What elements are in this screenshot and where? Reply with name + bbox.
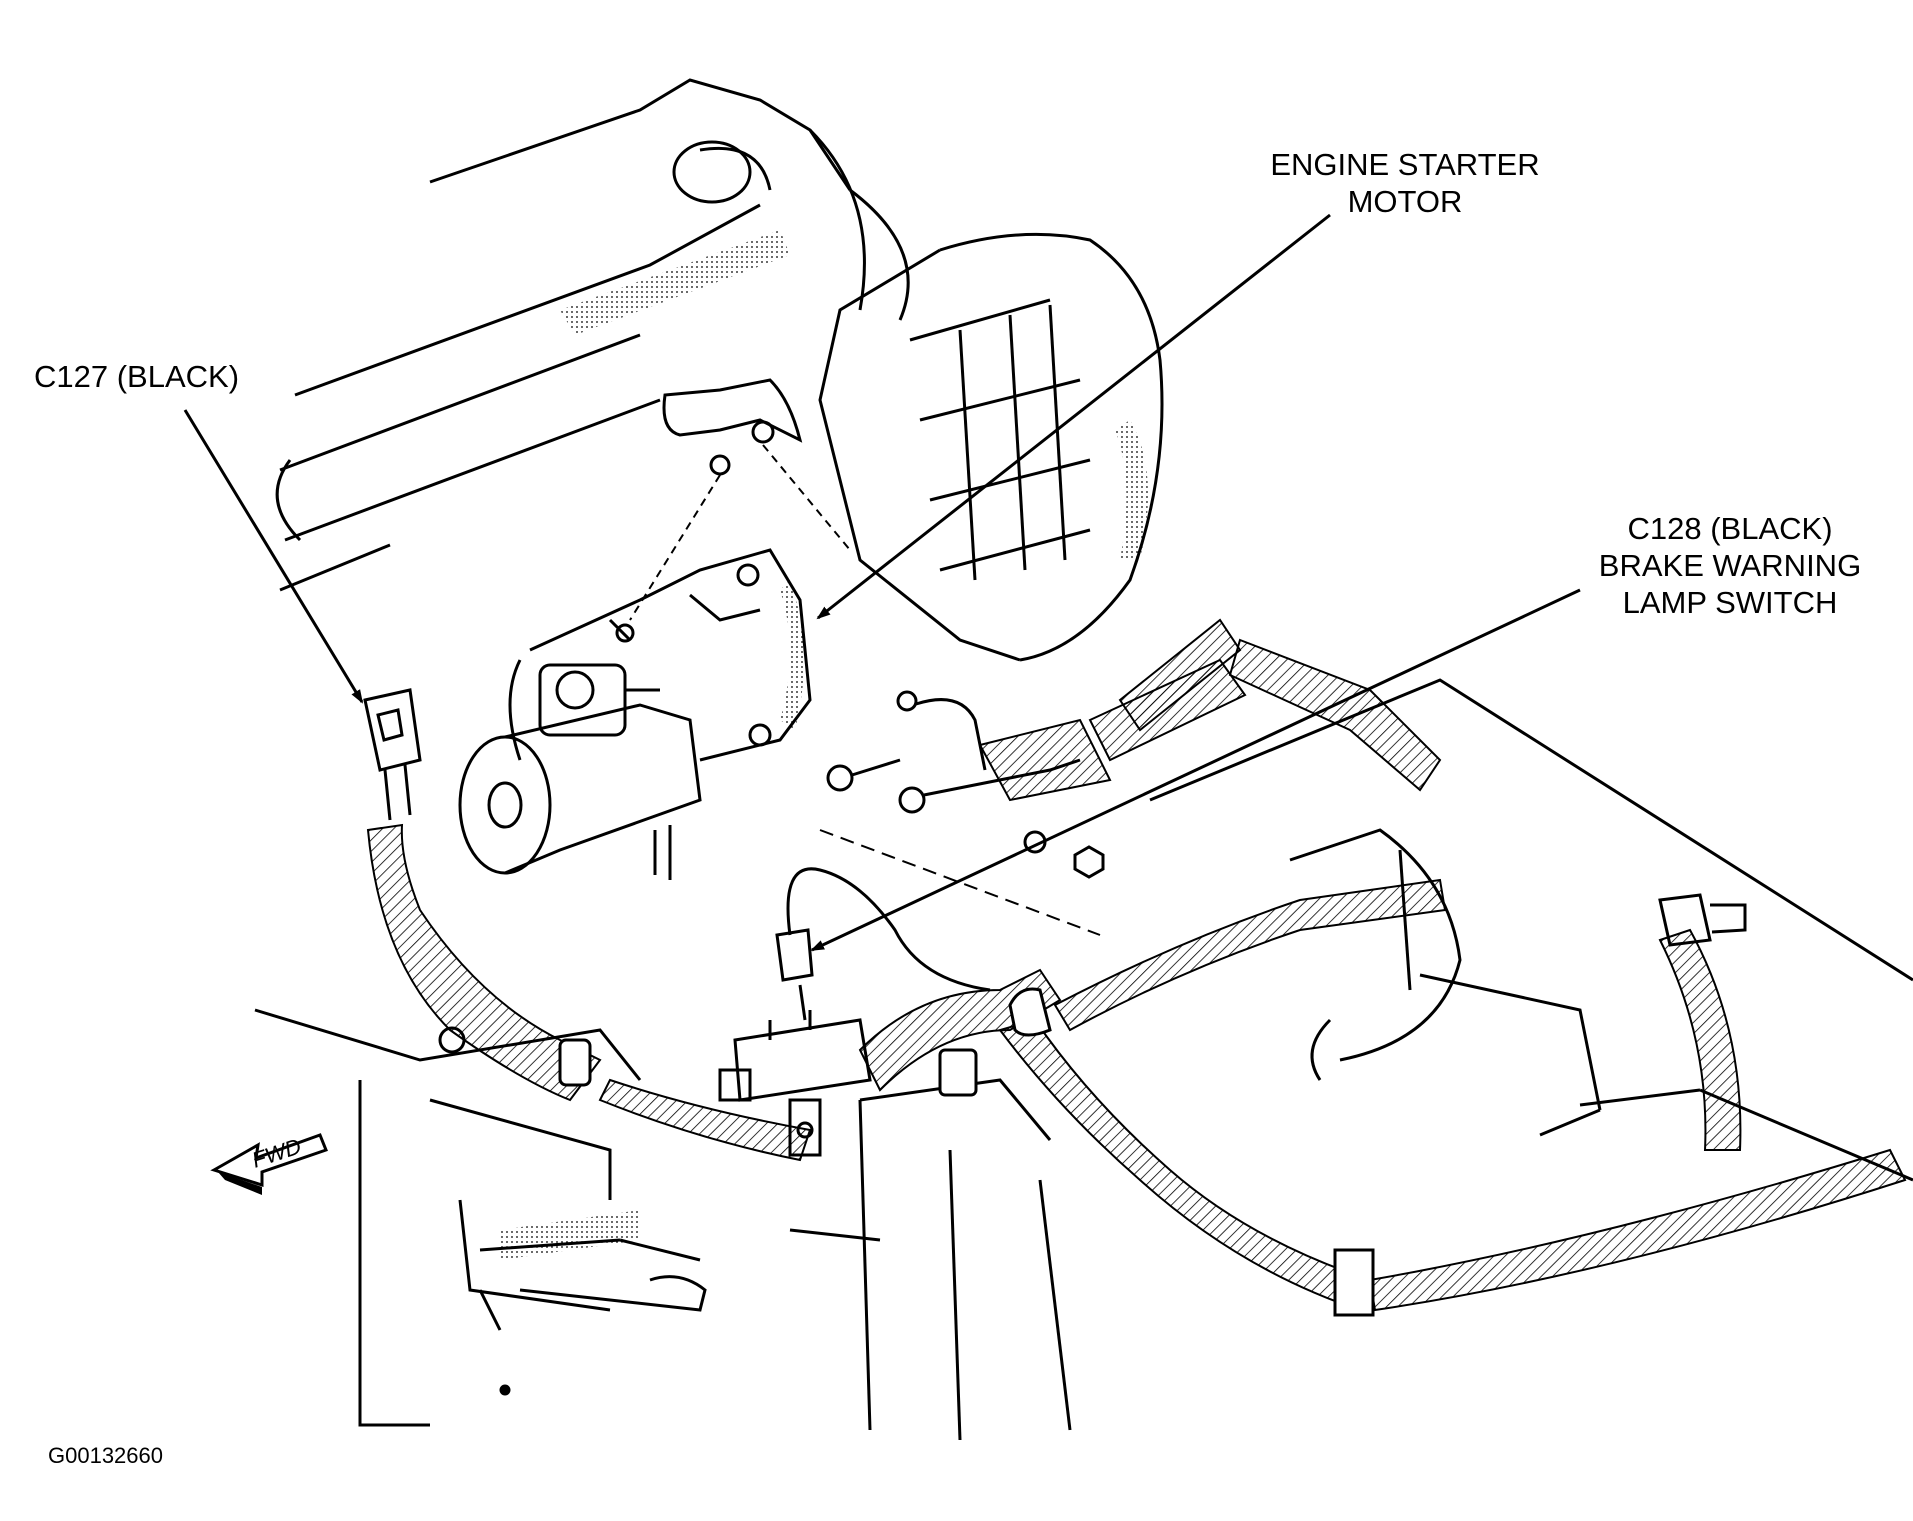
label-starter-line2: MOTOR: [1347, 184, 1463, 219]
harness-clip: [558, 1038, 592, 1087]
leader-c127: [183, 409, 364, 704]
leader-lines: [183, 213, 1581, 952]
harness-segment-right: [1368, 1148, 1907, 1312]
harness-clips: [938, 987, 1375, 1317]
label-c127: C127 (BLACK): [34, 359, 240, 394]
label-engine-starter-motor: ENGINE STARTER MOTOR: [1235, 146, 1575, 220]
harness-segment-left: [598, 1078, 812, 1162]
leader-starter: [816, 213, 1331, 620]
starter-shading: [780, 580, 804, 730]
label-c128-line3: LAMP SWITCH: [1622, 585, 1838, 620]
figure-id: G00132660: [48, 1443, 163, 1468]
cable-harness-loop: [1228, 638, 1442, 792]
harness-segment-center: [858, 968, 1062, 1092]
label-c128-line2: BRAKE WARNING: [1598, 548, 1862, 583]
c127-connector: [363, 688, 422, 821]
fwd-arrow-icon: FWD: [210, 1133, 328, 1195]
battery-cables: [819, 690, 1105, 936]
label-c128-brake-switch: C128 (BLACK) BRAKE WARNING LAMP SWITCH: [1560, 510, 1900, 621]
transmission-housing: [818, 232, 1164, 662]
starter-motor: [458, 548, 812, 880]
mount-shading: [500, 1210, 640, 1260]
label-c128-line1: C128 (BLACK): [1627, 511, 1833, 546]
brake-warning-lamp-switch: [718, 867, 991, 1157]
frame-shading: [560, 230, 790, 335]
cable-harness-back: [1118, 618, 1242, 732]
rear-connector: [1658, 893, 1747, 947]
frame-crossmember: [275, 78, 910, 592]
harness-segment-lower: [998, 1018, 1372, 1312]
label-starter-line1: ENGINE STARTER: [1270, 147, 1540, 182]
leader-c128: [810, 588, 1581, 952]
transmission-shading: [1115, 420, 1148, 560]
harness-segment-rear: [1658, 928, 1742, 1151]
c127-harness: [366, 823, 602, 1102]
fuel-tank-body: [1149, 678, 1913, 1182]
mount-bracket: [629, 378, 851, 621]
cable-harness-upper: [978, 718, 1112, 802]
harness-segment-tank: [1053, 878, 1447, 1032]
